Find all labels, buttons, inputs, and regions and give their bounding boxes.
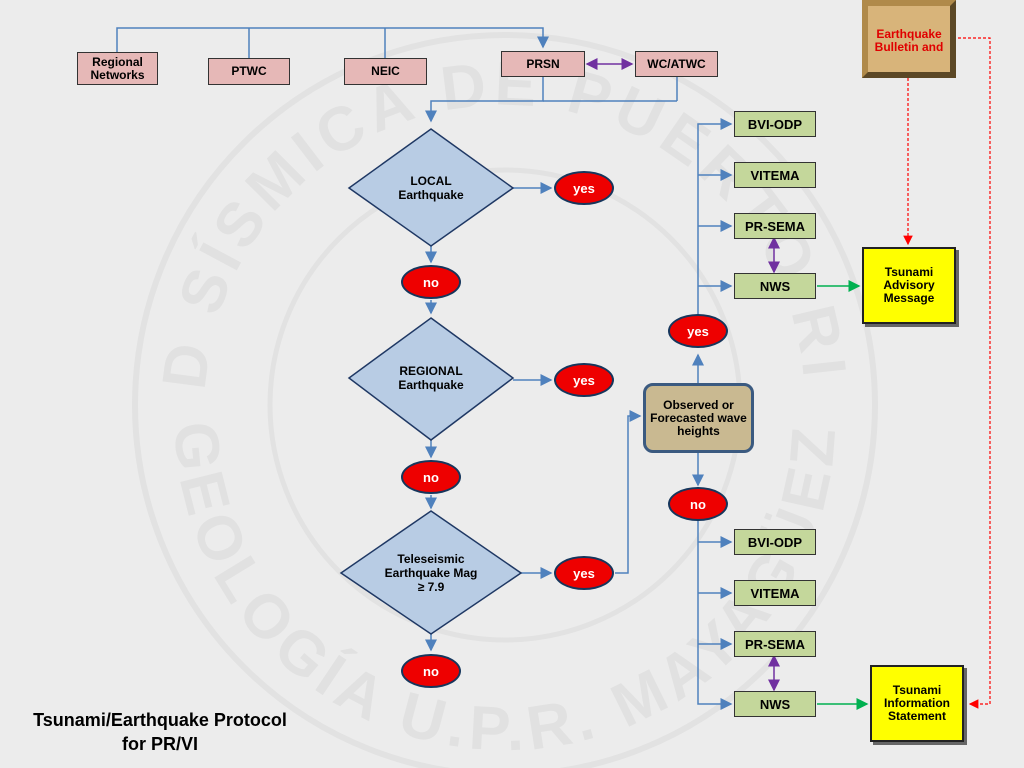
wcatwc-box: WC/ATWC [635,51,718,77]
prsn-box: PRSN [501,51,585,77]
lower-vitema-box: VITEMA [734,580,816,606]
wave-yes-oval: yes [668,314,728,348]
upper-pr-sema-box: PR-SEMA [734,213,816,239]
teleseismic-decision-diamond [339,510,523,635]
lower-bvi-odp-box: BVI-ODP [734,529,816,555]
local-no-oval: no [401,265,461,299]
teleseismic-yes-oval: yes [554,556,614,590]
teleseismic-no-oval: no [401,654,461,688]
regional-decision-diamond [347,317,515,441]
neic-box: NEIC [344,58,427,85]
lower-nws-box: NWS [734,691,816,717]
upper-bvi-odp-box: BVI-ODP [734,111,816,137]
title-line-2: for PR/VI [121,734,198,754]
lower-pr-sema-box: PR-SEMA [734,631,816,657]
regional-yes-oval: yes [554,363,614,397]
upper-nws-box: NWS [734,273,816,299]
regional-networks-box: Regional Networks [77,52,158,85]
earthquake-bulletin-box: Earthquake Bulletin and [862,0,956,78]
local-decision-label: LOCAL Earthquake [398,174,464,202]
title-line-1: Tsunami/Earthquake Protocol [33,710,287,730]
bulletin-links [903,37,991,709]
tsunami-advisory-message-box: Tsunami Advisory Message [862,247,956,324]
upper-vitema-box: VITEMA [734,162,816,188]
teleseismic-decision-label: Teleseismic Earthquake Mag ≥ 7.9 [384,552,478,594]
local-decision-diamond [347,128,515,247]
page-title: Tsunami/Earthquake Protocol for PR/VI [10,708,310,756]
source-connectors [116,27,678,123]
recipient-bus [697,118,733,710]
regional-no-oval: no [401,460,461,494]
decision-connectors [425,182,704,652]
ptwc-box: PTWC [208,58,290,85]
wave-no-oval: no [668,487,728,521]
tsunami-information-statement-box: Tsunami Information Statement [870,665,964,742]
observed-wave-heights-box: Observed or Forecasted wave heights [643,383,754,453]
regional-decision-label: REGIONAL Earthquake [398,364,464,392]
local-yes-oval: yes [554,171,614,205]
